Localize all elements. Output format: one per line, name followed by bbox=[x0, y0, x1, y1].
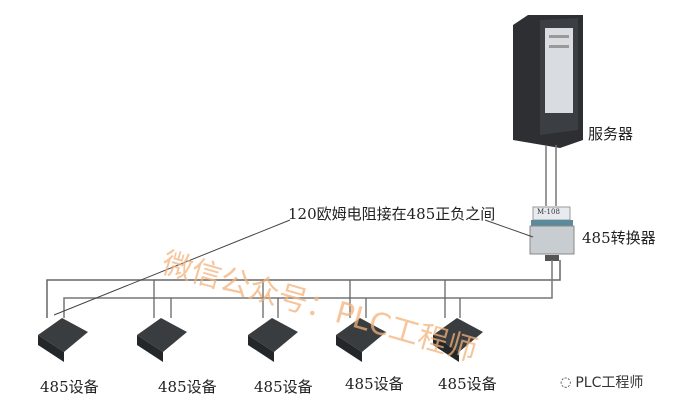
logo-text: PLC工程师 bbox=[575, 375, 644, 391]
converter-icon bbox=[529, 206, 575, 261]
resistor-note: 120欧姆电阻接在485正负之间 bbox=[288, 205, 496, 223]
server-icon bbox=[513, 15, 583, 148]
server-label: 服务器 bbox=[588, 125, 634, 143]
device-icon bbox=[38, 318, 88, 352]
wechat-logo: ◌ PLC工程师 bbox=[560, 372, 643, 392]
device-icon bbox=[433, 318, 483, 352]
device-icon bbox=[336, 318, 386, 352]
device-icons bbox=[38, 318, 483, 362]
device-label: 485设备 bbox=[438, 375, 497, 393]
device-label: 485设备 bbox=[40, 378, 99, 396]
device-label: 485设备 bbox=[345, 375, 404, 393]
device-icon bbox=[137, 318, 187, 352]
converter-model: M-108 bbox=[537, 208, 560, 216]
wechat-icon: ◌ bbox=[560, 374, 572, 390]
device-label: 485设备 bbox=[254, 378, 313, 396]
device-label: 485设备 bbox=[158, 378, 217, 396]
converter-label: 485转换器 bbox=[582, 229, 656, 247]
device-icon bbox=[248, 318, 298, 352]
